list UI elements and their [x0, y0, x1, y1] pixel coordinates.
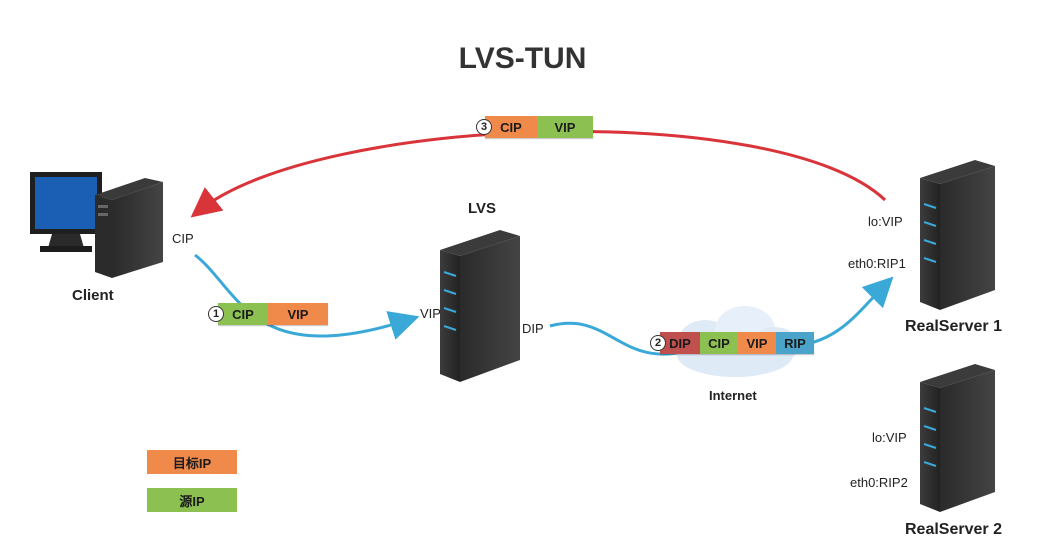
lvs-dip-label: DIP — [522, 321, 544, 336]
packet-2-inner-src: CIP — [700, 332, 738, 354]
rs1-lo-label: lo:VIP — [868, 214, 903, 229]
step-3-badge: 3 — [476, 119, 492, 135]
return-arrow — [190, 130, 887, 218]
client-ip-label: CIP — [172, 231, 194, 246]
rs1-name: RealServer 1 — [905, 318, 1002, 335]
diagram-title: LVS-TUN — [458, 42, 587, 75]
packet-3-dst: VIP — [537, 116, 593, 138]
step-2-badge: 2 — [650, 335, 666, 351]
packet-1-dst: VIP — [268, 303, 328, 325]
rs2-lo-label: lo:VIP — [872, 430, 907, 445]
lvs-vip-label: VIP — [420, 306, 441, 321]
rs1-eth-label: eth0:RIP1 — [848, 256, 906, 271]
packet-2-outer-dst: RIP — [776, 332, 814, 354]
client-computer-icon — [30, 172, 163, 278]
packet-2-outer-src: DIP — [660, 332, 700, 354]
client-label: Client — [72, 287, 114, 304]
realserver2-icon — [920, 364, 995, 512]
packet-1: CIP VIP — [218, 303, 328, 325]
packet-2-inner-dst: VIP — [738, 332, 776, 354]
lvs-server-icon — [440, 230, 520, 382]
packet-3: CIP VIP — [485, 116, 593, 138]
legend-src-ip: 源IP — [147, 488, 237, 512]
packet-3-src: CIP — [485, 116, 537, 138]
packet-1-src: CIP — [218, 303, 268, 325]
rs2-name: RealServer 2 — [905, 521, 1002, 538]
internet-label: Internet — [709, 388, 757, 403]
realserver1-icon — [920, 160, 995, 310]
rs2-eth-label: eth0:RIP2 — [850, 475, 908, 490]
step-1-badge: 1 — [208, 306, 224, 322]
packet-2: DIP CIP VIP RIP — [660, 332, 814, 354]
legend-dest-ip: 目标IP — [147, 450, 237, 474]
lvs-label: LVS — [468, 200, 497, 217]
